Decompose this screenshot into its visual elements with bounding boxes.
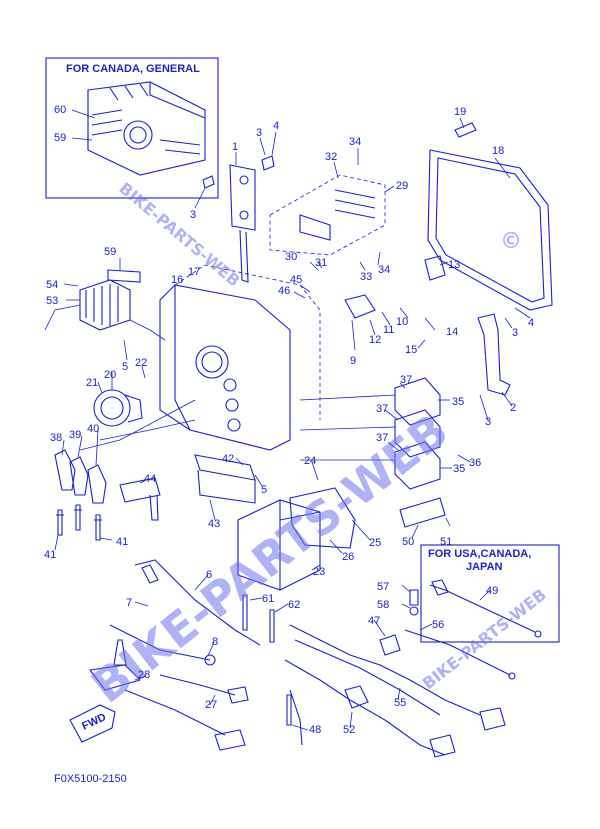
- callout-3: 3: [485, 416, 491, 428]
- callout-47: 47: [368, 615, 380, 627]
- callout-7: 7: [126, 597, 132, 609]
- callout-62: 62: [288, 599, 300, 611]
- callout-57: 57: [377, 581, 389, 593]
- inset-usa-canada-japan: FOR USA,CANADA, JAPAN: [420, 544, 560, 643]
- callout-34: 34: [349, 136, 361, 148]
- callout-21: 21: [86, 377, 98, 389]
- callout-20: 20: [104, 369, 116, 381]
- callout-17: 17: [188, 266, 200, 278]
- inset-usa-title-line1: FOR USA,CANADA,: [428, 548, 531, 560]
- callout-50: 50: [402, 536, 414, 548]
- callout-19: 19: [454, 106, 466, 118]
- callout-43: 43: [208, 518, 220, 530]
- callout-2: 2: [510, 402, 516, 414]
- watermark-small-bottom: BIKE-PARTS-WEB: [419, 585, 550, 693]
- callout-11: 11: [383, 324, 394, 336]
- callout-41: 41: [44, 549, 56, 561]
- callout-61: 61: [262, 593, 274, 605]
- callout-60: 60: [54, 104, 66, 116]
- callout-4: 4: [273, 120, 279, 132]
- callout-16: 16: [171, 274, 183, 286]
- inset-canada-general: FOR CANADA, GENERAL: [45, 57, 219, 199]
- callout-37: 37: [376, 432, 388, 444]
- callout-23: 23: [313, 566, 325, 578]
- callout-12: 12: [369, 334, 381, 346]
- callout-54: 54: [46, 279, 58, 291]
- fwd-label: FWD: [80, 711, 108, 732]
- callout-49: 49: [486, 585, 498, 597]
- callout-42: 42: [222, 453, 234, 465]
- callout-3: 3: [512, 327, 518, 339]
- callout-15: 15: [405, 344, 417, 356]
- callout-34: 34: [378, 264, 390, 276]
- callout-27: 27: [205, 699, 217, 711]
- callout-55: 55: [394, 697, 406, 709]
- watermark-copyright: ©: [500, 229, 522, 254]
- callout-45: 45: [290, 274, 302, 286]
- callout-4: 4: [528, 317, 534, 329]
- callout-24: 24: [304, 455, 316, 467]
- callout-33: 33: [360, 271, 372, 283]
- diagram-code: F0X5100-2150: [54, 773, 127, 785]
- callout-6: 6: [206, 569, 212, 581]
- callout-56: 56: [432, 619, 444, 631]
- callout-labels: 60 59 1 3 4 3 34 32 29 19 18 59 54 53 16…: [44, 104, 534, 736]
- callout-26: 26: [342, 551, 354, 563]
- callout-44: 44: [144, 473, 156, 485]
- callout-22: 22: [135, 357, 147, 369]
- callout-28: 28: [138, 669, 150, 681]
- callout-59: 59: [104, 246, 116, 258]
- callout-37: 37: [400, 374, 412, 386]
- callout-8: 8: [212, 636, 218, 648]
- callout-18: 18: [492, 145, 504, 157]
- callout-1: 1: [232, 141, 238, 153]
- callout-10: 10: [396, 316, 408, 328]
- callout-48: 48: [309, 724, 321, 736]
- callout-58: 58: [377, 599, 389, 611]
- callout-32: 32: [325, 151, 337, 163]
- callout-46: 46: [278, 285, 290, 297]
- callout-9: 9: [350, 355, 356, 367]
- inset-canada-general-title: FOR CANADA, GENERAL: [66, 63, 200, 75]
- callout-38: 38: [50, 432, 62, 444]
- callout-25: 25: [369, 537, 381, 549]
- inset-usa-title-line2: JAPAN: [466, 561, 503, 573]
- callout-3: 3: [190, 209, 196, 221]
- callout-5: 5: [122, 361, 128, 373]
- callout-36: 36: [469, 457, 481, 469]
- callout-13: 13: [448, 259, 460, 271]
- callout-3: 3: [256, 127, 262, 139]
- callout-59: 59: [54, 132, 66, 144]
- callout-52: 52: [343, 724, 355, 736]
- callout-14: 14: [446, 326, 458, 338]
- callout-29: 29: [396, 180, 408, 192]
- callout-leaders: [54, 109, 531, 731]
- callout-39: 39: [69, 429, 81, 441]
- callout-31: 31: [315, 257, 327, 269]
- callout-40: 40: [87, 423, 99, 435]
- callout-30: 30: [285, 251, 297, 263]
- callout-37: 37: [376, 403, 388, 415]
- callout-35: 35: [453, 463, 465, 475]
- callout-41: 41: [116, 536, 128, 548]
- callout-53: 53: [46, 295, 58, 307]
- callout-5: 5: [261, 484, 267, 496]
- callout-35: 35: [452, 396, 464, 408]
- callout-51: 51: [440, 536, 452, 548]
